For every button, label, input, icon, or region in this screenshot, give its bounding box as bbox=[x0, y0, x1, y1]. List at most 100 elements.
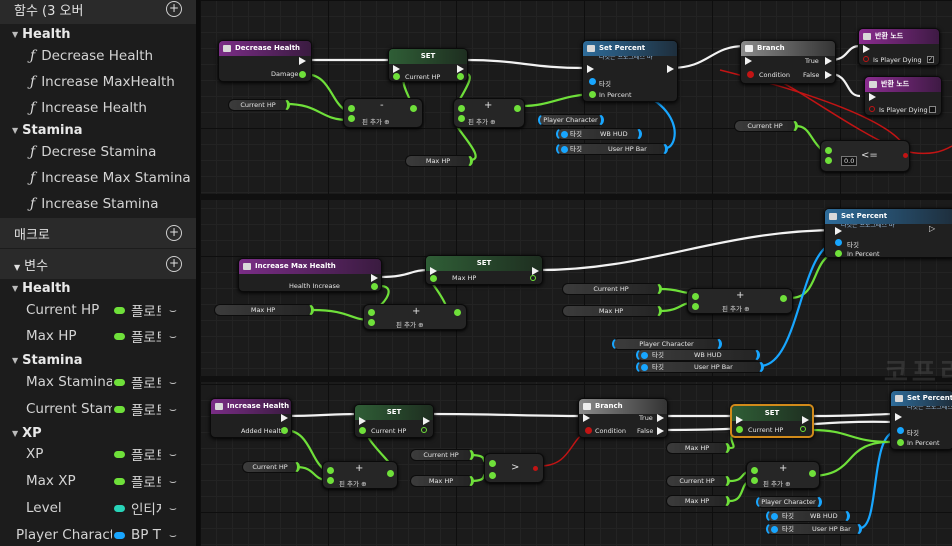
set-percent-node[interactable]: Set Percent 타깃은 프로그레스 바 ▷ 타깃 In Percent bbox=[824, 208, 952, 258]
variable-item-current-stamina[interactable]: Current Stamina플로트⌣ bbox=[0, 396, 196, 422]
panel-splitter[interactable] bbox=[196, 0, 200, 546]
result-pin[interactable] bbox=[387, 470, 394, 477]
eye-closed-icon[interactable]: ⌣ bbox=[169, 374, 177, 389]
set-percent-node[interactable]: Set Percent 타깃은 프로그레스 바 타깃 In Percent bbox=[582, 40, 678, 102]
b-pin[interactable] bbox=[458, 115, 465, 122]
b-pin[interactable] bbox=[368, 319, 375, 326]
a-pin[interactable] bbox=[751, 467, 758, 474]
var-category-health[interactable]: ▼Health bbox=[0, 277, 196, 299]
current-hp-getter[interactable]: Current HP bbox=[410, 449, 474, 461]
subtract-node[interactable]: - 핀 추가 ⊕ bbox=[343, 98, 423, 128]
float-wire[interactable] bbox=[789, 250, 837, 300]
in-percent-pin[interactable] bbox=[589, 91, 596, 98]
condition-pin[interactable] bbox=[585, 427, 592, 434]
a-pin[interactable] bbox=[489, 460, 496, 467]
max-hp-getter[interactable]: Max HP bbox=[405, 155, 473, 167]
b-pin[interactable] bbox=[489, 472, 496, 479]
current-hp-getter[interactable]: Current HP bbox=[562, 283, 662, 295]
variables-section-header[interactable]: ▼변수 + bbox=[0, 249, 196, 279]
current-hp-in-pin[interactable] bbox=[736, 426, 743, 433]
max-hp-getter[interactable]: Max HP bbox=[214, 304, 314, 316]
result-pin[interactable] bbox=[903, 153, 908, 158]
target-pin[interactable] bbox=[641, 352, 648, 359]
exec-in-pin[interactable] bbox=[359, 417, 366, 425]
branch-node[interactable]: Branch True Condition False bbox=[578, 398, 668, 438]
exec-in-pin[interactable] bbox=[835, 227, 842, 235]
max-hp-getter[interactable]: Max HP bbox=[666, 495, 730, 507]
add-pin-button[interactable]: 핀 추가 ⊕ bbox=[763, 480, 791, 488]
player-character-getter[interactable]: Player Character bbox=[538, 114, 604, 126]
is-player-dying-pin[interactable] bbox=[869, 106, 875, 112]
exec-out-pin[interactable] bbox=[532, 267, 539, 275]
exec-out-pin[interactable] bbox=[802, 416, 809, 424]
current-hp-out-pin[interactable] bbox=[421, 427, 427, 433]
variable-type[interactable]: 플로트 bbox=[131, 330, 161, 346]
functions-section-header[interactable]: 함수 (3 오버 + bbox=[0, 0, 196, 24]
variable-item-xp[interactable]: XP플로트⌣ bbox=[0, 441, 196, 467]
eye-closed-icon[interactable]: ⌣ bbox=[169, 328, 177, 343]
variable-item-current-hp[interactable]: Current HP플로트⌣ bbox=[0, 297, 196, 323]
a-pin[interactable] bbox=[327, 467, 334, 474]
var-category-stamina[interactable]: ▼Stamina bbox=[0, 349, 196, 371]
variable-type[interactable]: 플로트 bbox=[131, 304, 161, 320]
exec-out-pin[interactable] bbox=[423, 417, 430, 425]
object-wire[interactable] bbox=[859, 430, 896, 530]
a-pin[interactable] bbox=[825, 147, 832, 154]
target-pin[interactable] bbox=[771, 526, 778, 533]
set-current-hp-node-selected[interactable]: SET Current HP bbox=[730, 404, 814, 438]
a-pin[interactable] bbox=[348, 105, 355, 112]
exec-wire[interactable] bbox=[669, 44, 746, 70]
is-player-dying-checkbox[interactable]: ✓ bbox=[927, 56, 934, 63]
set-max-hp-node[interactable]: SET Max HP bbox=[425, 255, 543, 285]
b-pin[interactable] bbox=[327, 477, 334, 484]
exec-wire[interactable] bbox=[811, 412, 893, 418]
current-hp-getter[interactable]: Current HP bbox=[228, 99, 290, 111]
true-exec-pin[interactable] bbox=[825, 57, 832, 65]
function-entry-increase-max-health[interactable]: Increase Max Health Health Increase bbox=[238, 258, 382, 292]
a-pin[interactable] bbox=[692, 293, 699, 300]
exec-wire[interactable] bbox=[539, 228, 841, 272]
exec-out-pin[interactable] bbox=[281, 414, 288, 422]
b-pin[interactable] bbox=[348, 115, 355, 122]
function-entry-decrease-health[interactable]: Decrease Health Damage bbox=[218, 40, 312, 82]
add-node[interactable]: + 핀 추가 ⊕ bbox=[363, 304, 467, 330]
variable-type[interactable]: 플로트 bbox=[131, 448, 161, 464]
variable-item-max-hp[interactable]: Max HP플로트⌣ bbox=[0, 323, 196, 349]
exec-out-pin[interactable] bbox=[457, 65, 464, 73]
eye-closed-icon[interactable]: ⌣ bbox=[169, 401, 177, 416]
false-exec-pin[interactable] bbox=[657, 427, 664, 435]
float-wire[interactable] bbox=[311, 308, 371, 322]
return-node-true[interactable]: 반환 노드 Is Player Dying ✓ bbox=[858, 28, 940, 66]
exec-in-pin[interactable] bbox=[430, 267, 437, 275]
b-pin[interactable] bbox=[692, 303, 699, 310]
max-hp-in-pin[interactable] bbox=[430, 275, 437, 282]
exec-in-pin[interactable] bbox=[869, 93, 876, 101]
add-node[interactable]: + 핀 추가 ⊕ bbox=[687, 288, 793, 314]
target-pin[interactable] bbox=[835, 239, 842, 246]
is-player-dying-pin[interactable] bbox=[863, 56, 869, 62]
float-wire[interactable] bbox=[809, 440, 896, 478]
eye-closed-icon[interactable]: ⌣ bbox=[169, 473, 177, 488]
variable-item-max-xp[interactable]: Max XP플로트⌣ bbox=[0, 468, 196, 494]
exec-in-pin[interactable] bbox=[393, 65, 400, 73]
add-node[interactable]: + 핀 추가 ⊕ bbox=[322, 461, 398, 489]
variable-type[interactable]: 플로트 bbox=[131, 403, 161, 419]
set-percent-node[interactable]: Set Percent 타깃은 프로그레스 바 타깃 In Percent bbox=[890, 390, 952, 450]
target-pin[interactable] bbox=[589, 78, 596, 85]
add-pin-button[interactable]: 핀 추가 ⊕ bbox=[362, 118, 390, 126]
variable-item-max-stamina[interactable]: Max Stamina플로트⌣ bbox=[0, 369, 196, 395]
current-hp-out-pin[interactable] bbox=[800, 426, 806, 432]
set-current-hp-node[interactable]: SET Current HP bbox=[388, 48, 468, 82]
eye-closed-icon[interactable]: ⌣ bbox=[169, 500, 177, 515]
target-pin[interactable] bbox=[641, 364, 648, 371]
float-wire[interactable] bbox=[295, 465, 326, 482]
exec-in-pin[interactable] bbox=[863, 45, 870, 53]
result-pin[interactable] bbox=[533, 466, 538, 471]
